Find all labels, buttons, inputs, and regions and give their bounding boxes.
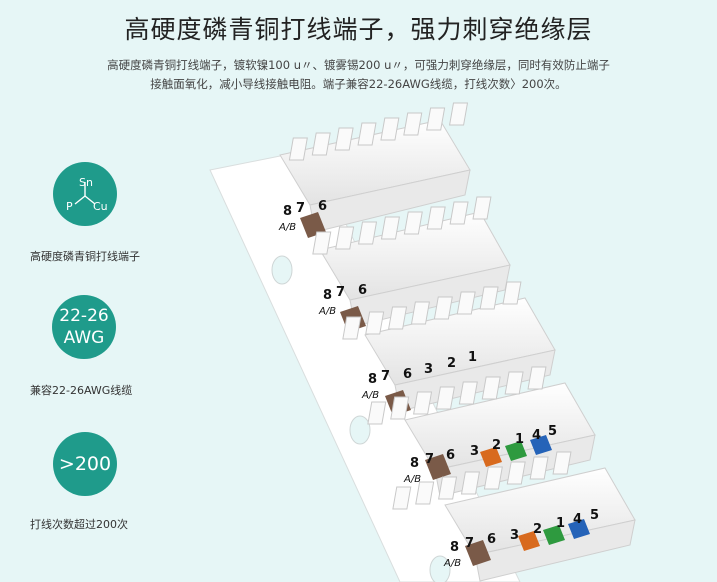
cycles-value: >200: [58, 453, 112, 475]
material-badge: Sn P Cu: [53, 162, 117, 226]
mount-hole: [429, 555, 451, 582]
awg-badge: 22-26 AWG: [52, 295, 116, 359]
symbol-cu: Cu: [93, 200, 108, 213]
module-3: [342, 281, 556, 416]
symbol-p: P: [66, 200, 73, 213]
mount-hole: [271, 255, 293, 285]
module-5: [392, 451, 636, 582]
description-line-2: 接触面氧化，减小导线接触电阻。端子兼容22-26AWG线缆，打线次数〉200次。: [150, 77, 567, 91]
symbol-sn: Sn: [79, 176, 93, 189]
page-title: 高硬度磷青铜打线端子，强力刺穿绝缘层: [124, 15, 593, 44]
mount-hole: [349, 415, 371, 445]
awg-unit: AWG: [63, 328, 105, 348]
feature-label: 兼容22-26AWG线缆: [30, 384, 133, 397]
tri-branch-icon: [74, 182, 96, 205]
cycles-badge: >200: [53, 432, 117, 496]
description-line-1: 高硬度磷青铜打线端子，镀软镍100 u〃、镀雾锡200 u〃，可强力刺穿绝缘层，…: [107, 58, 610, 72]
awg-range: 22-26: [59, 306, 109, 326]
feature-label: 高硬度磷青铜打线端子: [30, 250, 140, 263]
module-1: [279, 102, 471, 238]
patch-panel-illustration: [209, 102, 636, 582]
feature-label: 打线次数超过200次: [30, 518, 128, 531]
description: 高硬度磷青铜打线端子，镀软镍100 u〃、镀雾锡200 u〃，可强力刺穿绝缘层，…: [0, 56, 717, 94]
